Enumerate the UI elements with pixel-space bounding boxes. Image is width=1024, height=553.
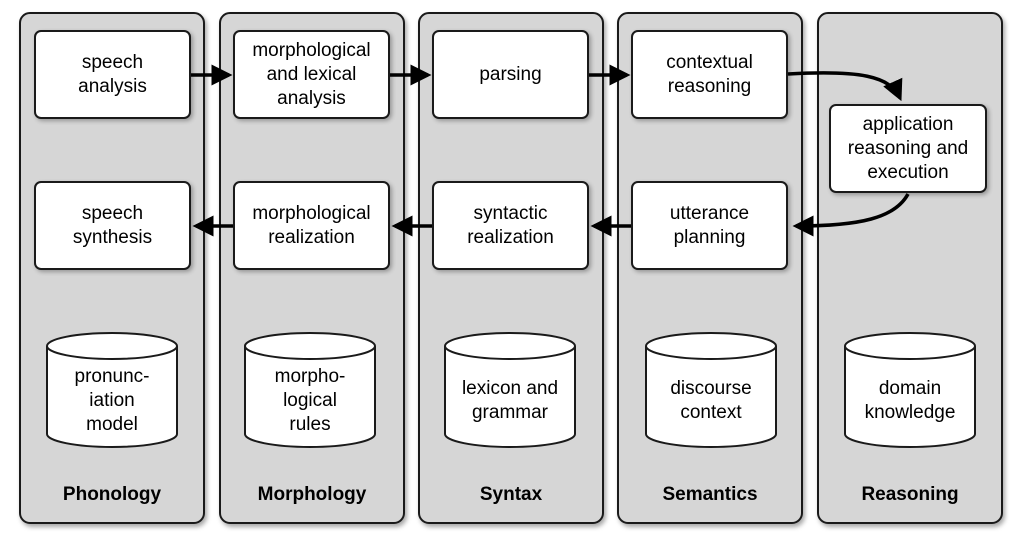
speech-synthesis-box: speech synthesis [34, 181, 191, 270]
cylinder-icon [444, 332, 576, 448]
store-label: pronunc- iation model [74, 366, 150, 435]
cylinder-icon [844, 332, 976, 448]
parsing-box: parsing [432, 30, 589, 119]
column-title-reasoning: Reasoning [861, 484, 959, 505]
syntactic-realization-box: syntactic realization [432, 181, 589, 270]
discourse-context-store: discourse context [645, 332, 777, 448]
store-label: discourse context [670, 378, 752, 423]
column-title-syntax: Syntax [479, 484, 543, 505]
morphological-rules-store: morpho- logical rules [244, 332, 376, 448]
contextual-reasoning-box: contextual reasoning [631, 30, 788, 119]
cylinder-icon [645, 332, 777, 448]
store-label: domain knowledge [864, 378, 956, 423]
cylinder-icon [46, 332, 178, 448]
speech-analysis-box: speech analysis [34, 30, 191, 119]
morphological-lexical-analysis-box: morphological and lexical analysis [233, 30, 390, 119]
column-title-semantics: Semantics [662, 484, 758, 505]
utterance-planning-box: utterance planning [631, 181, 788, 270]
store-label: lexicon and grammar [461, 378, 559, 423]
column-title-morphology: Morphology [257, 484, 367, 505]
pronunciation-model-store: pronunc- iation model [46, 332, 178, 448]
morphological-realization-box: morphological realization [233, 181, 390, 270]
store-label: morpho- logical rules [274, 366, 346, 435]
domain-knowledge-store: domain knowledge [844, 332, 976, 448]
application-reasoning-execution-box: application reasoning and execution [829, 104, 987, 193]
cylinder-icon [244, 332, 376, 448]
lexicon-grammar-store: lexicon and grammar [444, 332, 576, 448]
column-title-phonology: Phonology [62, 484, 162, 505]
